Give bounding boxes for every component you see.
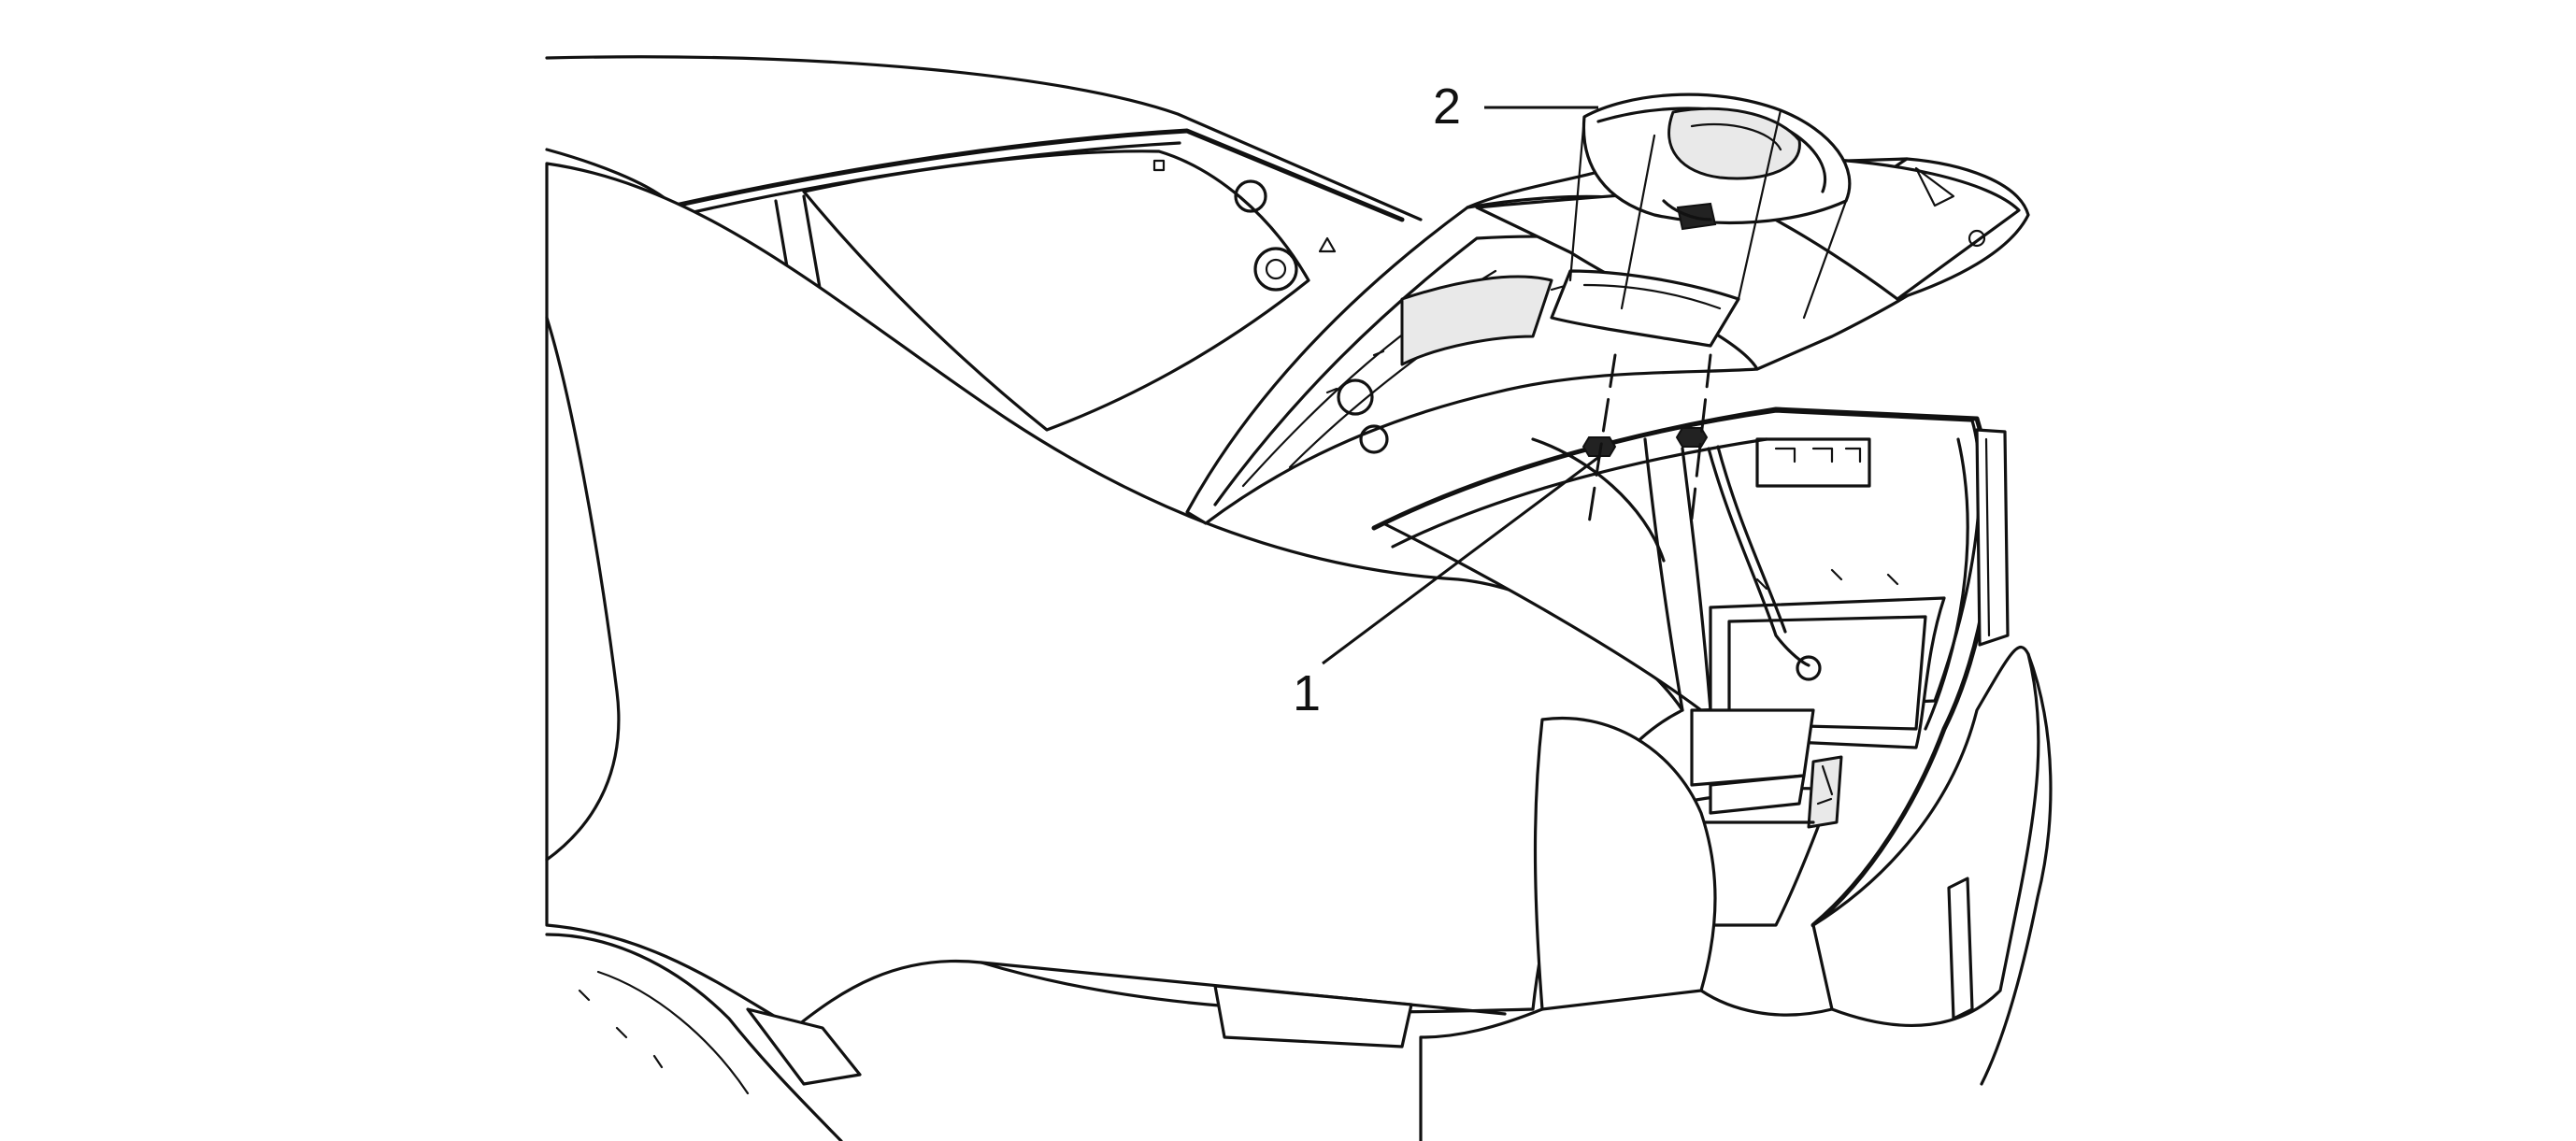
exploded-view-alignment-lines <box>1568 108 1848 525</box>
rear-window-frame <box>545 55 1423 432</box>
callout-1-label: 1 <box>1293 665 1321 721</box>
rear-quarter-panel <box>545 162 1684 1141</box>
lamp-mounting-fasteners <box>1581 427 1709 457</box>
callout-leaders <box>1322 106 1601 665</box>
trunk-compartment <box>1371 406 1994 928</box>
rear-bumper <box>1419 428 2053 1141</box>
high-mount-stop-lamp <box>1550 93 1852 348</box>
callout-2-label: 2 <box>1433 78 1461 135</box>
lamp-wire-harness <box>1707 445 1810 667</box>
